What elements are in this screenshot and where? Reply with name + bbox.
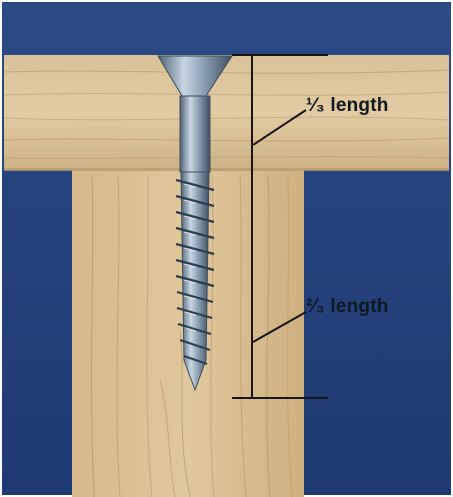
label-two-thirds-length: ²⁄₃ length: [306, 296, 389, 318]
label-one-third-length: ¹⁄₃ length: [306, 95, 389, 117]
